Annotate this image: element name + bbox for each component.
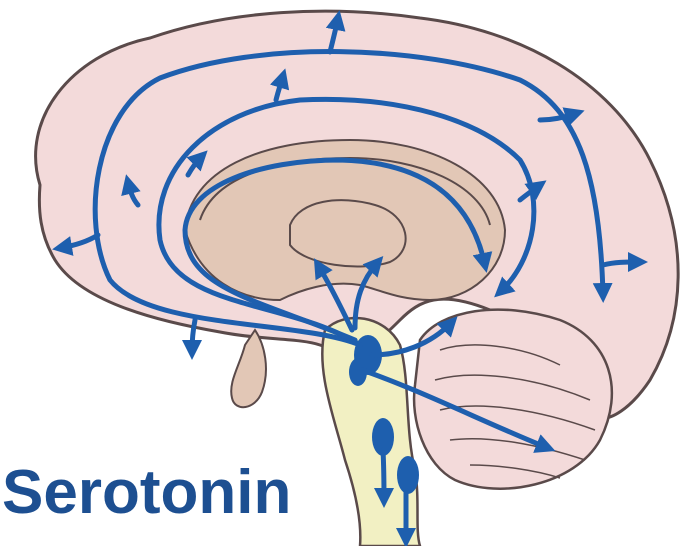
thalamus xyxy=(290,200,406,266)
title-label: Serotonin xyxy=(2,462,291,524)
cerebellum xyxy=(414,310,612,489)
pituitary xyxy=(231,330,266,407)
